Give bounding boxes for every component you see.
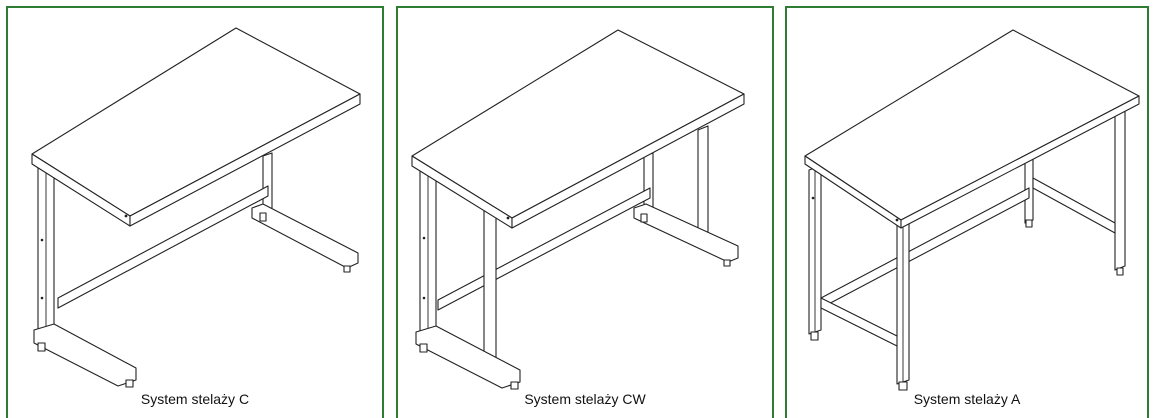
table-cw-illustration	[411, 29, 745, 390]
frame-panel-a: System stelaży A	[785, 6, 1149, 418]
frame-panel-c: System stelaży C	[6, 6, 384, 418]
caption-frame-c: System stelaży C	[140, 391, 250, 407]
caption-frame-a: System stelaży A	[913, 391, 1021, 407]
table-a-illustration	[804, 29, 1140, 391]
table-c-illustration	[31, 27, 361, 388]
frame-panel-cw: System stelaży CW	[396, 6, 774, 418]
caption-frame-cw: System stelaży CW	[524, 391, 646, 407]
